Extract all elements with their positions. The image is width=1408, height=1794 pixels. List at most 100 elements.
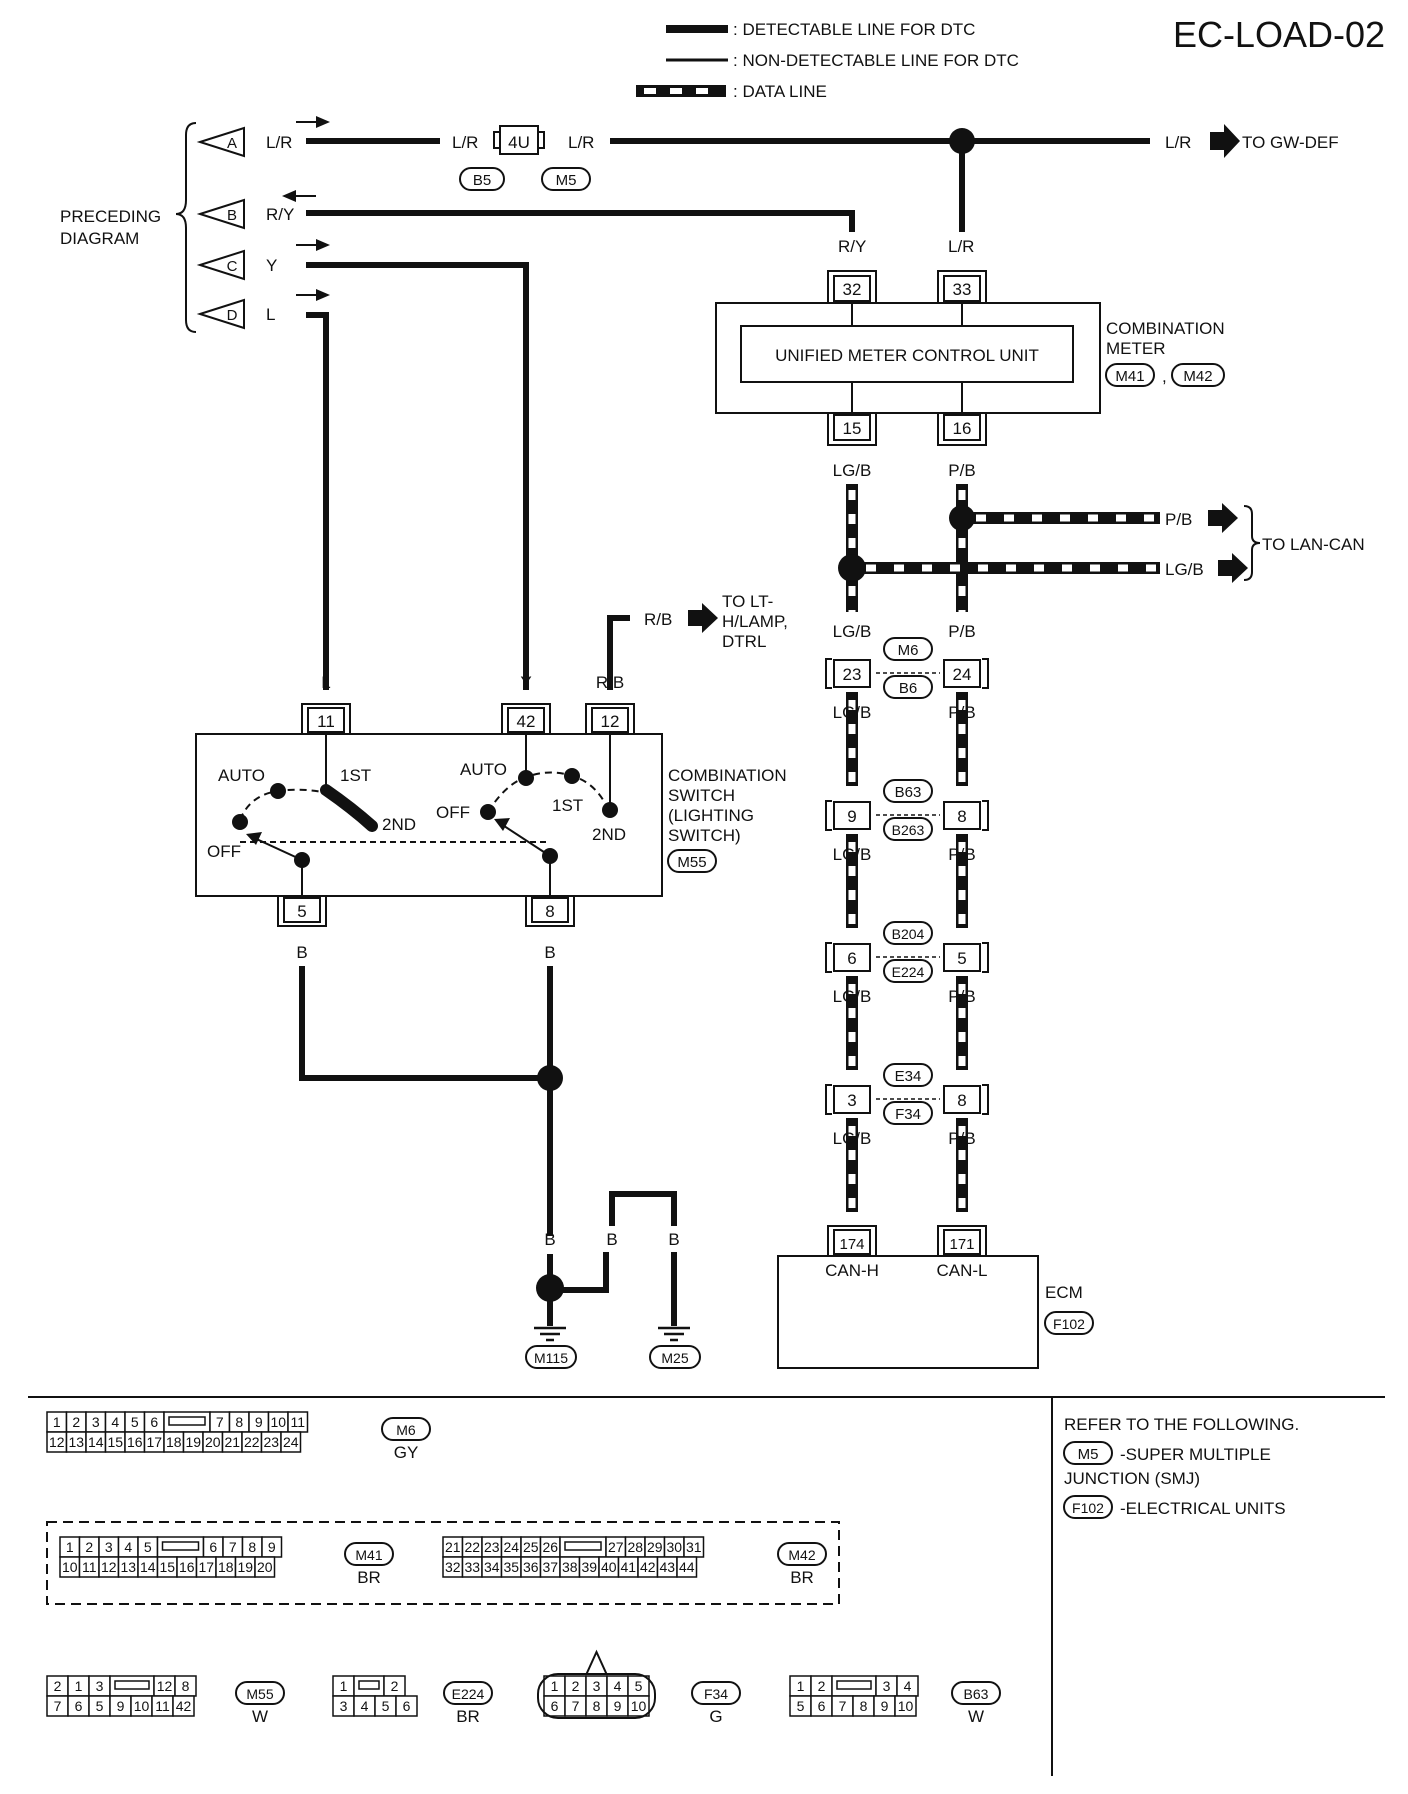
svg-text:24: 24 bbox=[953, 665, 972, 684]
svg-text:A: A bbox=[227, 135, 237, 152]
connector-pin-label: 26 bbox=[542, 1539, 558, 1555]
connector-pin-label: 40 bbox=[601, 1559, 617, 1575]
splice-dot bbox=[949, 505, 975, 531]
connector-group-m41-m42 bbox=[46, 1521, 840, 1605]
svg-text:2ND: 2ND bbox=[382, 815, 416, 834]
connector-pin-label: 16 bbox=[127, 1434, 143, 1450]
svg-text:L/R: L/R bbox=[452, 133, 478, 152]
connector-pin-label: 27 bbox=[608, 1539, 624, 1555]
connector-pin-label: 16 bbox=[179, 1559, 195, 1575]
conn-badge-m55: M55 bbox=[677, 854, 706, 871]
connector-pin bbox=[676, 1556, 698, 1578]
svg-text:5: 5 bbox=[297, 902, 306, 921]
svg-text:B: B bbox=[227, 207, 237, 224]
connector-pin-label: 20 bbox=[257, 1559, 273, 1575]
terminal-a: A L/R bbox=[196, 126, 292, 158]
ground-wiring: B B B M115 M25 bbox=[299, 966, 701, 1369]
connector-pin bbox=[627, 1695, 650, 1717]
connector-pin-label: 12 bbox=[49, 1434, 65, 1450]
connector-pin-label: 6 bbox=[551, 1698, 559, 1714]
svg-text:,: , bbox=[1162, 367, 1167, 386]
connector-pin-label: 4 bbox=[124, 1539, 132, 1555]
arrow-icon bbox=[688, 603, 718, 633]
connector-pin-label: 18 bbox=[218, 1559, 234, 1575]
svg-text:15: 15 bbox=[843, 419, 862, 438]
page-title: EC-LOAD-02 bbox=[1173, 14, 1385, 55]
conn-badge-m5 bbox=[541, 167, 591, 191]
connector-color: W bbox=[968, 1707, 984, 1726]
splice-dot bbox=[536, 1274, 564, 1302]
svg-text:2ND: 2ND bbox=[592, 825, 626, 844]
connector-pin-label: 6 bbox=[75, 1698, 83, 1714]
connector-pin-label: 44 bbox=[679, 1559, 695, 1575]
terminal-c: C Y bbox=[196, 249, 277, 281]
connector-pin-label: 4 bbox=[111, 1414, 119, 1430]
connector-pin-label: 2 bbox=[572, 1678, 580, 1694]
connector-pin-label: 6 bbox=[150, 1414, 158, 1430]
connector-pin-label: 3 bbox=[96, 1678, 104, 1694]
svg-text:R/Y: R/Y bbox=[838, 237, 866, 256]
connector-pin-label: 28 bbox=[627, 1539, 643, 1555]
connector-m6-b6: 23 24 M6 B6 LG/B P/B bbox=[825, 637, 989, 722]
conn-badge-m41: M41 bbox=[1115, 368, 1144, 385]
can-connector-chain: 23 24 M6 B6 LG/B P/B 9 8 B63 B263 LG/B bbox=[825, 637, 989, 1148]
connector-pin-label: 35 bbox=[503, 1559, 519, 1575]
connector-pin-label: 41 bbox=[620, 1559, 636, 1575]
connector-color: BR bbox=[456, 1707, 480, 1726]
connector-pin-label: 2 bbox=[72, 1414, 80, 1430]
svg-text:M6: M6 bbox=[898, 642, 919, 659]
top-lr-line: L/R 4U L/R B5 M5 L/R TO GW-DEF bbox=[306, 124, 1339, 232]
connector-id: M42 bbox=[788, 1547, 815, 1563]
connector-b63-b263: 9 8 B63 B263 LG/B P/B bbox=[825, 779, 989, 864]
svg-text:23: 23 bbox=[843, 665, 862, 684]
svg-text:H/LAMP,: H/LAMP, bbox=[722, 612, 788, 631]
legend-non-detectable-label: : NON-DETECTABLE LINE FOR DTC bbox=[733, 51, 1019, 70]
connector-latch-icon bbox=[584, 1649, 609, 1675]
connector-key-slot bbox=[156, 1536, 205, 1558]
splice-dot bbox=[838, 554, 866, 582]
legend-data-label: : DATA LINE bbox=[733, 82, 827, 101]
connector-pin-label: 2 bbox=[818, 1678, 826, 1694]
connector-pin-label: 2 bbox=[85, 1539, 93, 1555]
connector-pin-label: 1 bbox=[340, 1678, 348, 1694]
connector-pin-label: 3 bbox=[593, 1678, 601, 1694]
svg-text:LG/B: LG/B bbox=[833, 1129, 872, 1148]
svg-text:11: 11 bbox=[317, 712, 335, 731]
svg-text:16: 16 bbox=[953, 419, 972, 438]
connector-pin-label: 22 bbox=[464, 1539, 480, 1555]
connector-pin-label: 19 bbox=[237, 1559, 253, 1575]
connector-pin-label: 8 bbox=[235, 1414, 243, 1430]
connector-id: F34 bbox=[704, 1686, 728, 1702]
dest-gw-def: TO GW-DEF bbox=[1242, 133, 1339, 152]
legend-detectable-label: : DETECTABLE LINE FOR DTC bbox=[733, 20, 975, 39]
connector-pin-label: 8 bbox=[182, 1678, 190, 1694]
connector-pin-label: 12 bbox=[101, 1559, 117, 1575]
connector-badge bbox=[381, 1417, 431, 1441]
connector-id: B63 bbox=[964, 1686, 989, 1702]
svg-text:B63: B63 bbox=[895, 784, 922, 801]
connector-color: W bbox=[252, 1707, 268, 1726]
svg-text:8: 8 bbox=[957, 807, 966, 826]
connector-pin-label: 10 bbox=[134, 1698, 150, 1714]
svg-text:P/B: P/B bbox=[948, 622, 975, 641]
connector-pin-label: 42 bbox=[176, 1698, 192, 1714]
conn-badge-m42: M42 bbox=[1183, 368, 1212, 385]
switch-wiring: R/B TO LT- H/LAMP, DTRL L Y R/B bbox=[306, 262, 788, 692]
connector-pin-label: 39 bbox=[581, 1559, 597, 1575]
connector-badge bbox=[691, 1681, 741, 1705]
svg-text:(LIGHTING: (LIGHTING bbox=[668, 806, 754, 825]
ground-m115: M115 bbox=[534, 1350, 568, 1366]
connector-pin-label: 6 bbox=[818, 1698, 826, 1714]
connector-pin-label: 13 bbox=[68, 1434, 84, 1450]
connector-pin-label: 7 bbox=[229, 1539, 237, 1555]
connector-pin-label: 10 bbox=[62, 1559, 78, 1575]
connector-pin bbox=[172, 1695, 195, 1717]
connector-color: GY bbox=[394, 1443, 419, 1462]
connector-pin-label: 21 bbox=[224, 1434, 240, 1450]
connector-pin-label: 3 bbox=[340, 1698, 348, 1714]
connector-pin-label: 6 bbox=[403, 1698, 411, 1714]
connector-id: E224 bbox=[452, 1686, 485, 1702]
terminal-d: D L bbox=[196, 298, 275, 330]
connector-pin bbox=[254, 1556, 276, 1578]
connector-key bbox=[168, 1416, 206, 1426]
